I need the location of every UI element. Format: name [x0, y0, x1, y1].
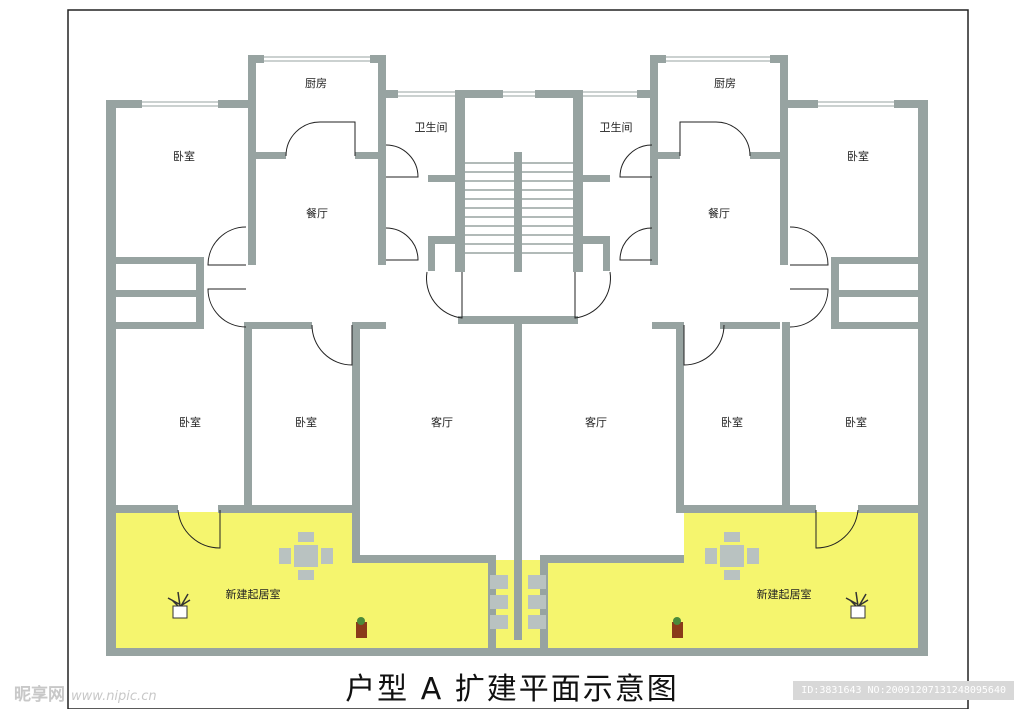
small-plant-left-icon [356, 617, 367, 638]
label-bedroom-mid-left: 卧室 [179, 415, 201, 429]
label-bedroom-top-left: 卧室 [173, 149, 195, 163]
potted-plant-right-icon [845, 591, 869, 619]
label-bedroom-mid-left-2: 卧室 [295, 415, 317, 429]
label-dining-right: 餐厅 [708, 206, 730, 220]
label-living-right: 客厅 [585, 415, 607, 429]
small-plant-right-icon [672, 617, 683, 638]
staircase [465, 152, 573, 272]
label-sunroom-right: 新建起居室 [757, 587, 812, 601]
label-bedroom-mid-right-2: 卧室 [721, 415, 743, 429]
potted-plant-left-icon [167, 591, 191, 619]
center-seating [490, 575, 546, 629]
dining-set-right [705, 532, 759, 580]
watermark-site-url: www.nipic.cn [71, 689, 157, 704]
label-sunroom-left: 新建起居室 [226, 587, 281, 601]
plan-title: 户型 A 扩建平面示意图 [345, 672, 679, 707]
watermark-logo: 昵享网 www.nipic.cn [14, 680, 157, 705]
label-kitchen-right: 厨房 [714, 77, 736, 90]
room-labels: 厨房 厨房 卫生间 卫生间 餐厅 餐厅 卧室 卧室 卧室 卧室 客厅 客厅 卧室… [173, 77, 869, 601]
watermark-site-name: 昵享网 [14, 685, 65, 705]
drawing-frame [67, 9, 969, 709]
windows [116, 56, 918, 655]
label-bath-right: 卫生间 [600, 120, 633, 134]
label-bedroom-mid-right: 卧室 [845, 415, 867, 429]
label-dining-left: 餐厅 [306, 206, 328, 220]
dining-set-left [279, 532, 333, 580]
label-bath-left: 卫生间 [415, 120, 448, 134]
watermark-id: ID:3831643 NO:20091207131248095640 [793, 681, 1014, 700]
doors [177, 121, 859, 549]
label-bedroom-top-right: 卧室 [847, 149, 869, 163]
label-kitchen-left: 厨房 [305, 77, 327, 90]
label-living-left: 客厅 [431, 415, 453, 429]
